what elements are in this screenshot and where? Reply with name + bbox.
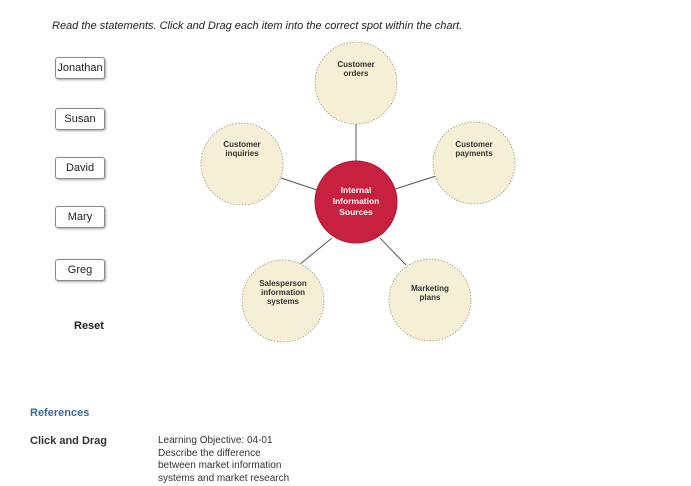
drag-item-mary[interactable]: Mary bbox=[55, 206, 105, 228]
drag-item-david[interactable]: David bbox=[55, 157, 105, 179]
drop-zone-customer-inquiries[interactable] bbox=[200, 122, 284, 206]
center-circle bbox=[314, 160, 398, 244]
node-label-marketing-plans: Marketing plans bbox=[411, 284, 449, 302]
node-label-customer-inquiries: Customer inquiries bbox=[223, 140, 261, 158]
drop-zone-customer-orders[interactable] bbox=[314, 41, 398, 125]
node-label-customer-orders: Customer orders bbox=[337, 60, 375, 78]
drag-item-susan[interactable]: Susan bbox=[55, 108, 105, 130]
instructions-text: Read the statements. Click and Drag each… bbox=[52, 20, 463, 32]
drag-item-greg[interactable]: Greg bbox=[55, 259, 105, 281]
connector-inquiries bbox=[280, 177, 321, 192]
connector-marketing bbox=[379, 237, 407, 266]
references-link[interactable]: References bbox=[30, 407, 90, 419]
node-label-customer-payments: Customer payments bbox=[455, 140, 493, 158]
center-label: Internal Information Sources bbox=[332, 185, 380, 217]
node-label-salesperson-systems: Salesperson information systems bbox=[259, 279, 307, 306]
drop-zone-salesperson-systems[interactable] bbox=[241, 259, 325, 343]
drag-item-jonathan[interactable]: Jonathan bbox=[55, 57, 105, 79]
drop-zone-marketing-plans[interactable] bbox=[388, 258, 472, 342]
reference-type: Click and Drag bbox=[30, 435, 108, 447]
drop-zone-customer-payments[interactable] bbox=[432, 121, 516, 205]
reset-button[interactable]: Reset bbox=[74, 320, 104, 332]
connector-salesperson bbox=[298, 237, 333, 266]
learning-objective-text: Learning Objective: 04-01 Describe the d… bbox=[158, 435, 290, 484]
connector-payments bbox=[391, 175, 437, 191]
